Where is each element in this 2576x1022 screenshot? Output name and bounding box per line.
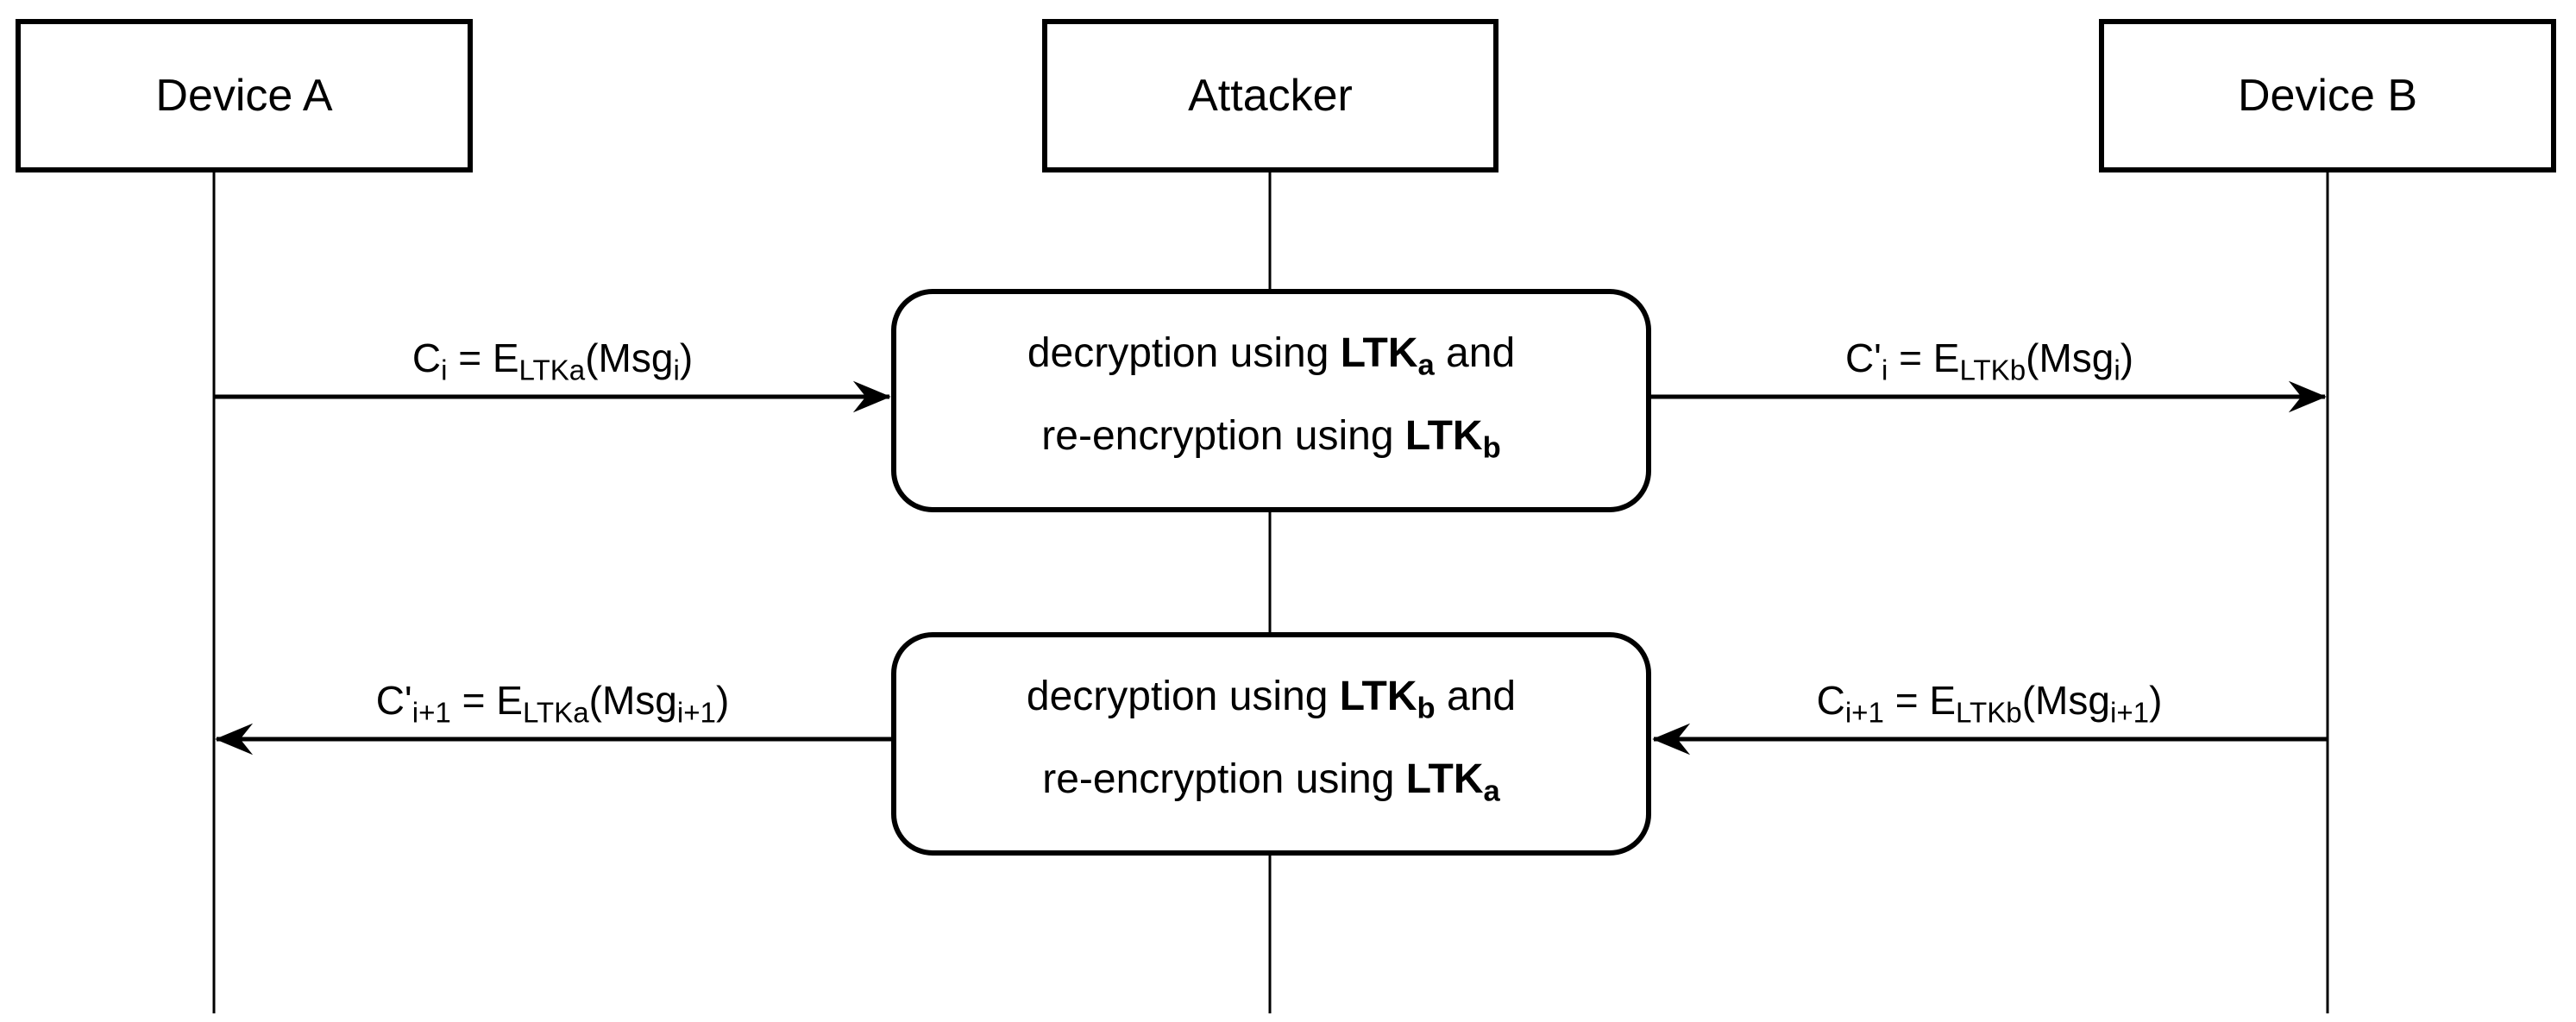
formula-segment: C': [375, 678, 412, 723]
formula-segment: LTK: [1340, 329, 1418, 376]
formula-segment: a: [1417, 348, 1435, 382]
formula-segment: C: [1816, 678, 1845, 723]
formula-segment: LTKb: [1956, 697, 2022, 730]
formula-segment: LTK: [1339, 673, 1417, 719]
formula-segment: C': [1844, 335, 1882, 380]
formula-segment: decryption using: [1026, 673, 1340, 719]
formula-segment: i: [673, 354, 680, 387]
formula-segment: i: [441, 354, 448, 387]
formula-segment: LTK: [1404, 412, 1483, 459]
formula-segment: LTKb: [1959, 354, 2026, 387]
process-1-line-2: re-encryption using LTKb: [1041, 401, 1500, 484]
process-2-line-1: decryption using LTKb and: [1027, 661, 1516, 744]
attacker-process-box-1: decryption using LTKa and re-encryption …: [891, 289, 1651, 512]
formula-segment: (Msg: [2026, 335, 2114, 380]
formula-segment: i: [1881, 354, 1888, 387]
formula-segment: a: [1483, 774, 1500, 808]
formula-segment: = E: [447, 335, 519, 380]
formula-segment: (Msg: [585, 335, 674, 380]
formula-segment: ): [715, 678, 730, 723]
formula-segment: = E: [1883, 678, 1957, 723]
message-1-label: Ci = ELTKa(Msgi): [214, 333, 891, 387]
formula-segment: re-encryption using: [1041, 412, 1405, 459]
actor-attacker: Attacker: [1042, 19, 1498, 172]
formula-segment: i+1: [412, 697, 451, 730]
attacker-process-box-2: decryption using LTKb and re-encryption …: [891, 632, 1651, 856]
actor-device-a: Device A: [16, 19, 473, 172]
formula-segment: i: [2114, 354, 2120, 387]
formula-segment: (Msg: [588, 678, 677, 723]
formula-segment: LTKa: [522, 697, 589, 730]
process-1-line-1: decryption using LTKa and: [1027, 318, 1515, 401]
process-2-line-2: re-encryption using LTKa: [1042, 744, 1500, 827]
formula-segment: b: [1482, 431, 1501, 465]
formula-segment: i+1: [676, 697, 716, 730]
actor-device-a-label: Device A: [155, 71, 333, 121]
formula-segment: i+1: [2109, 697, 2150, 730]
formula-segment: LTKa: [518, 354, 586, 387]
actor-attacker-label: Attacker: [1188, 71, 1353, 121]
formula-segment: and: [1435, 673, 1517, 719]
formula-segment: b: [1417, 692, 1436, 725]
message-4-label: Ci+1 = ELTKb(Msgi+1): [1651, 675, 2328, 729]
formula-segment: (Msg: [2021, 678, 2110, 723]
actor-device-b: Device B: [2099, 19, 2556, 172]
formula-segment: = E: [450, 678, 523, 723]
formula-segment: ): [2120, 335, 2134, 380]
formula-segment: and: [1434, 329, 1516, 376]
formula-segment: = E: [1888, 335, 1960, 380]
formula-segment: C: [412, 335, 442, 380]
message-3-label: C'i+1 = ELTKa(Msgi+1): [214, 675, 891, 729]
formula-segment: ): [679, 335, 694, 380]
actor-device-b-label: Device B: [2237, 71, 2418, 121]
formula-segment: re-encryption using: [1042, 756, 1406, 802]
formula-segment: LTK: [1405, 756, 1484, 802]
formula-segment: decryption using: [1027, 329, 1341, 376]
formula-segment: ): [2149, 678, 2163, 723]
message-2-label: C'i = ELTKb(Msgi): [1651, 333, 2328, 387]
formula-segment: i+1: [1844, 697, 1884, 730]
